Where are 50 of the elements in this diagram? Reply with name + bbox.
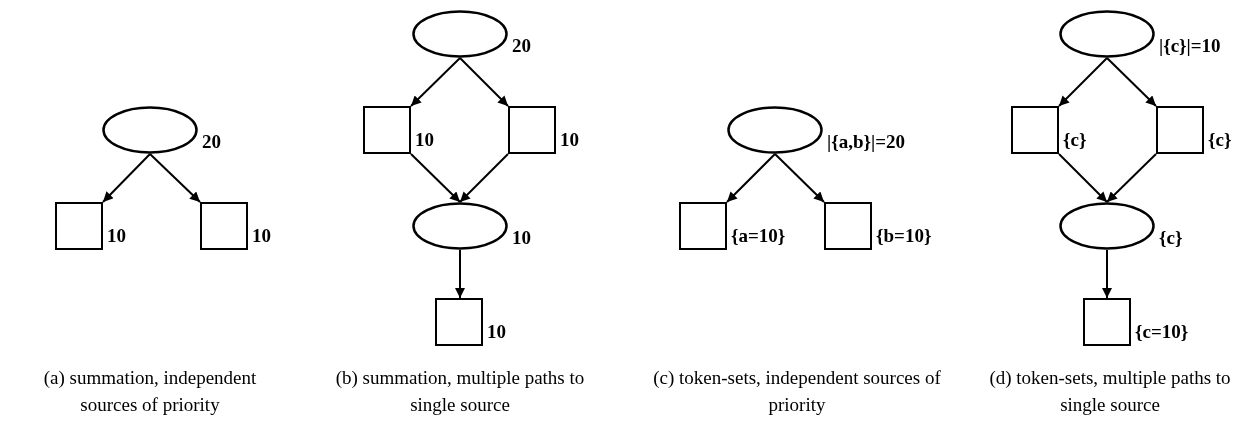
arrow [774, 153, 825, 203]
arrow [459, 57, 509, 107]
arrow [410, 153, 461, 203]
square-node [508, 106, 556, 154]
node-value: 20 [202, 132, 221, 152]
node-value: 10 [487, 322, 506, 342]
node-value: {c=10} [1135, 322, 1189, 342]
square-node [363, 106, 411, 154]
node-value: 10 [512, 228, 531, 248]
subfigure-caption: (c) token-sets, independent sources of priority [652, 366, 942, 417]
arrow [455, 249, 465, 299]
arrow [1058, 57, 1108, 107]
node-value: {c} [1159, 228, 1183, 248]
arrow [102, 153, 151, 203]
subfigure-caption: (a) summation, independent sources of priority [42, 366, 258, 417]
node-value: |{a,b}|=20 [827, 132, 905, 152]
ellipse-node [412, 10, 508, 58]
node-value: {c} [1208, 130, 1232, 150]
node-value: {a=10} [731, 226, 786, 246]
node-value: {b=10} [876, 226, 932, 246]
node-value: 10 [107, 226, 126, 246]
square-node [1011, 106, 1059, 154]
subfigure-caption: (d) token-sets, multiple paths to single source [988, 366, 1232, 417]
arrow [1102, 249, 1112, 299]
ellipse-node [1059, 10, 1155, 58]
node-value: 20 [512, 36, 531, 56]
arrow [1106, 153, 1157, 203]
square-node [55, 202, 103, 250]
node-value: 10 [560, 130, 579, 150]
ellipse-node [102, 106, 198, 154]
ellipse-node [1059, 202, 1155, 250]
square-node [1156, 106, 1204, 154]
arrow [726, 153, 776, 203]
square-node [200, 202, 248, 250]
node-value: 10 [252, 226, 271, 246]
arrow [410, 57, 461, 107]
subfigure-caption: (b) summation, multiple paths to single source [334, 366, 586, 417]
arrow [1058, 153, 1108, 203]
node-value: {c} [1063, 130, 1087, 150]
square-node [824, 202, 872, 250]
arrow [1106, 57, 1157, 107]
square-node [1083, 298, 1131, 346]
ellipse-node [412, 202, 508, 250]
arrow [459, 153, 509, 203]
node-value: |{c}|=10 [1159, 36, 1221, 56]
square-node [435, 298, 483, 346]
node-value: 10 [415, 130, 434, 150]
arrow [149, 153, 201, 203]
ellipse-node [727, 106, 823, 154]
square-node [679, 202, 727, 250]
